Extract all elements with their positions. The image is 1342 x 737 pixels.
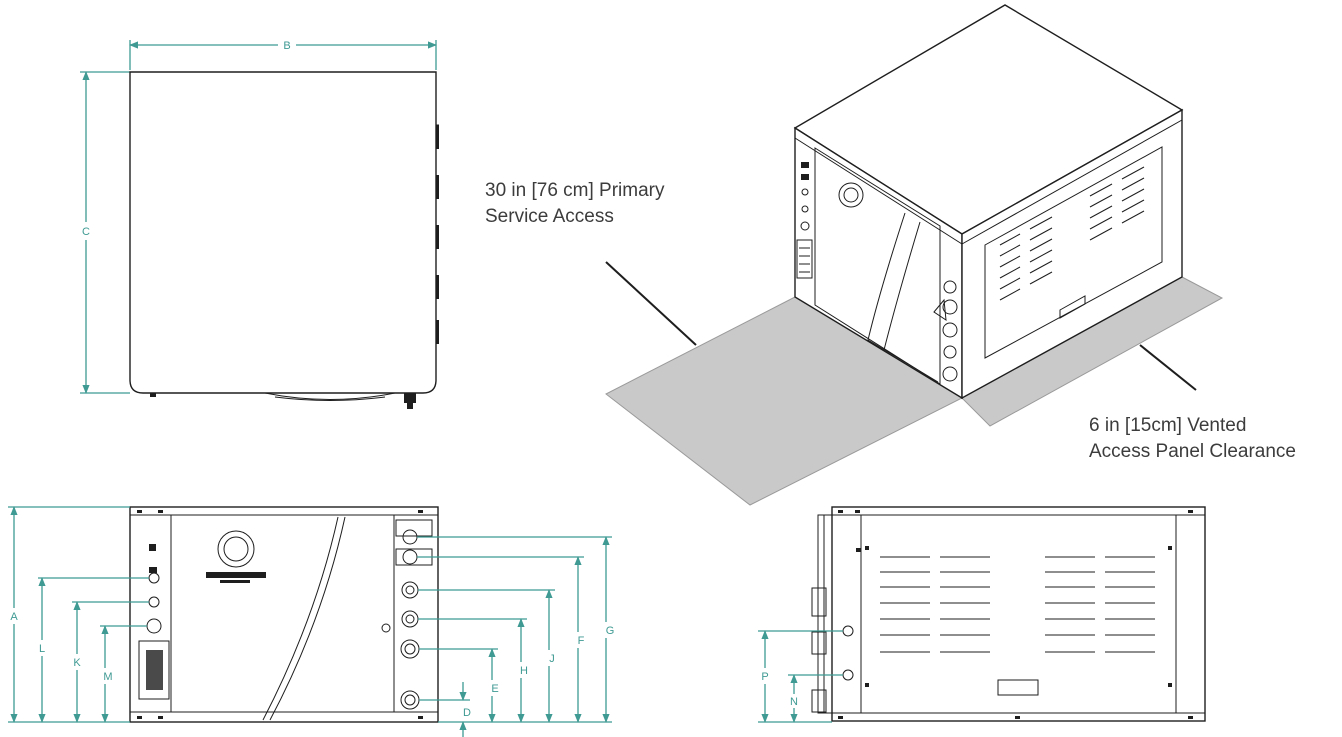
dim-label-m: M bbox=[103, 671, 112, 683]
front-view-body bbox=[129, 506, 439, 723]
dim-label-a: A bbox=[10, 611, 18, 623]
dimension-p: P bbox=[758, 630, 843, 723]
dim-label-f: F bbox=[578, 635, 585, 647]
dimension-f: F bbox=[417, 556, 585, 723]
louver-vent-icon bbox=[999, 166, 1145, 319]
dim-label-n: N bbox=[790, 696, 798, 708]
primary-access-callout-line1: 30 in [76 cm] Primary bbox=[485, 180, 665, 201]
dim-label-e: E bbox=[491, 683, 498, 695]
dimension-c: C bbox=[80, 71, 130, 394]
dim-label-p: P bbox=[761, 671, 768, 683]
isometric-view bbox=[605, 4, 1224, 506]
dim-label-g: G bbox=[606, 625, 615, 637]
dimension-b: B bbox=[129, 40, 437, 70]
dimension-h: H bbox=[418, 618, 528, 723]
dim-label-d: D bbox=[463, 707, 471, 719]
dim-label-l: L bbox=[39, 643, 45, 655]
top-view: B C bbox=[80, 40, 439, 409]
dimension-j: J bbox=[418, 589, 555, 723]
vented-access-callout-line2: Access Panel Clearance bbox=[1089, 441, 1296, 462]
dim-label-b: B bbox=[283, 40, 290, 52]
dimension-g: G bbox=[417, 536, 615, 723]
front-view: A L K M G bbox=[8, 506, 615, 737]
logo-badge-icon bbox=[217, 530, 255, 568]
top-view-body bbox=[129, 71, 437, 394]
unit-right-face bbox=[961, 108, 1183, 400]
dimension-m: M bbox=[100, 625, 147, 723]
dim-label-j: J bbox=[549, 653, 555, 665]
dimension-e: E bbox=[419, 648, 499, 723]
dimension-k: K bbox=[72, 601, 149, 723]
side-view-body bbox=[831, 506, 1206, 722]
port-icon bbox=[943, 280, 957, 294]
dimension-n: N bbox=[788, 674, 843, 723]
dim-label-h: H bbox=[520, 665, 528, 677]
side-view: P N bbox=[758, 506, 1206, 723]
primary-access-callout-line2: Service Access bbox=[485, 206, 614, 227]
louver-vent-icon bbox=[880, 556, 1155, 653]
dim-label-k: K bbox=[73, 657, 81, 669]
dimension-a: A bbox=[8, 506, 130, 723]
vented-access-callout-line1: 6 in [15cm] Vented bbox=[1089, 415, 1246, 436]
dimension-l: L bbox=[38, 577, 149, 723]
dimension-d: D bbox=[419, 682, 471, 737]
logo-badge-icon bbox=[838, 182, 864, 208]
dim-label-c: C bbox=[82, 226, 90, 238]
